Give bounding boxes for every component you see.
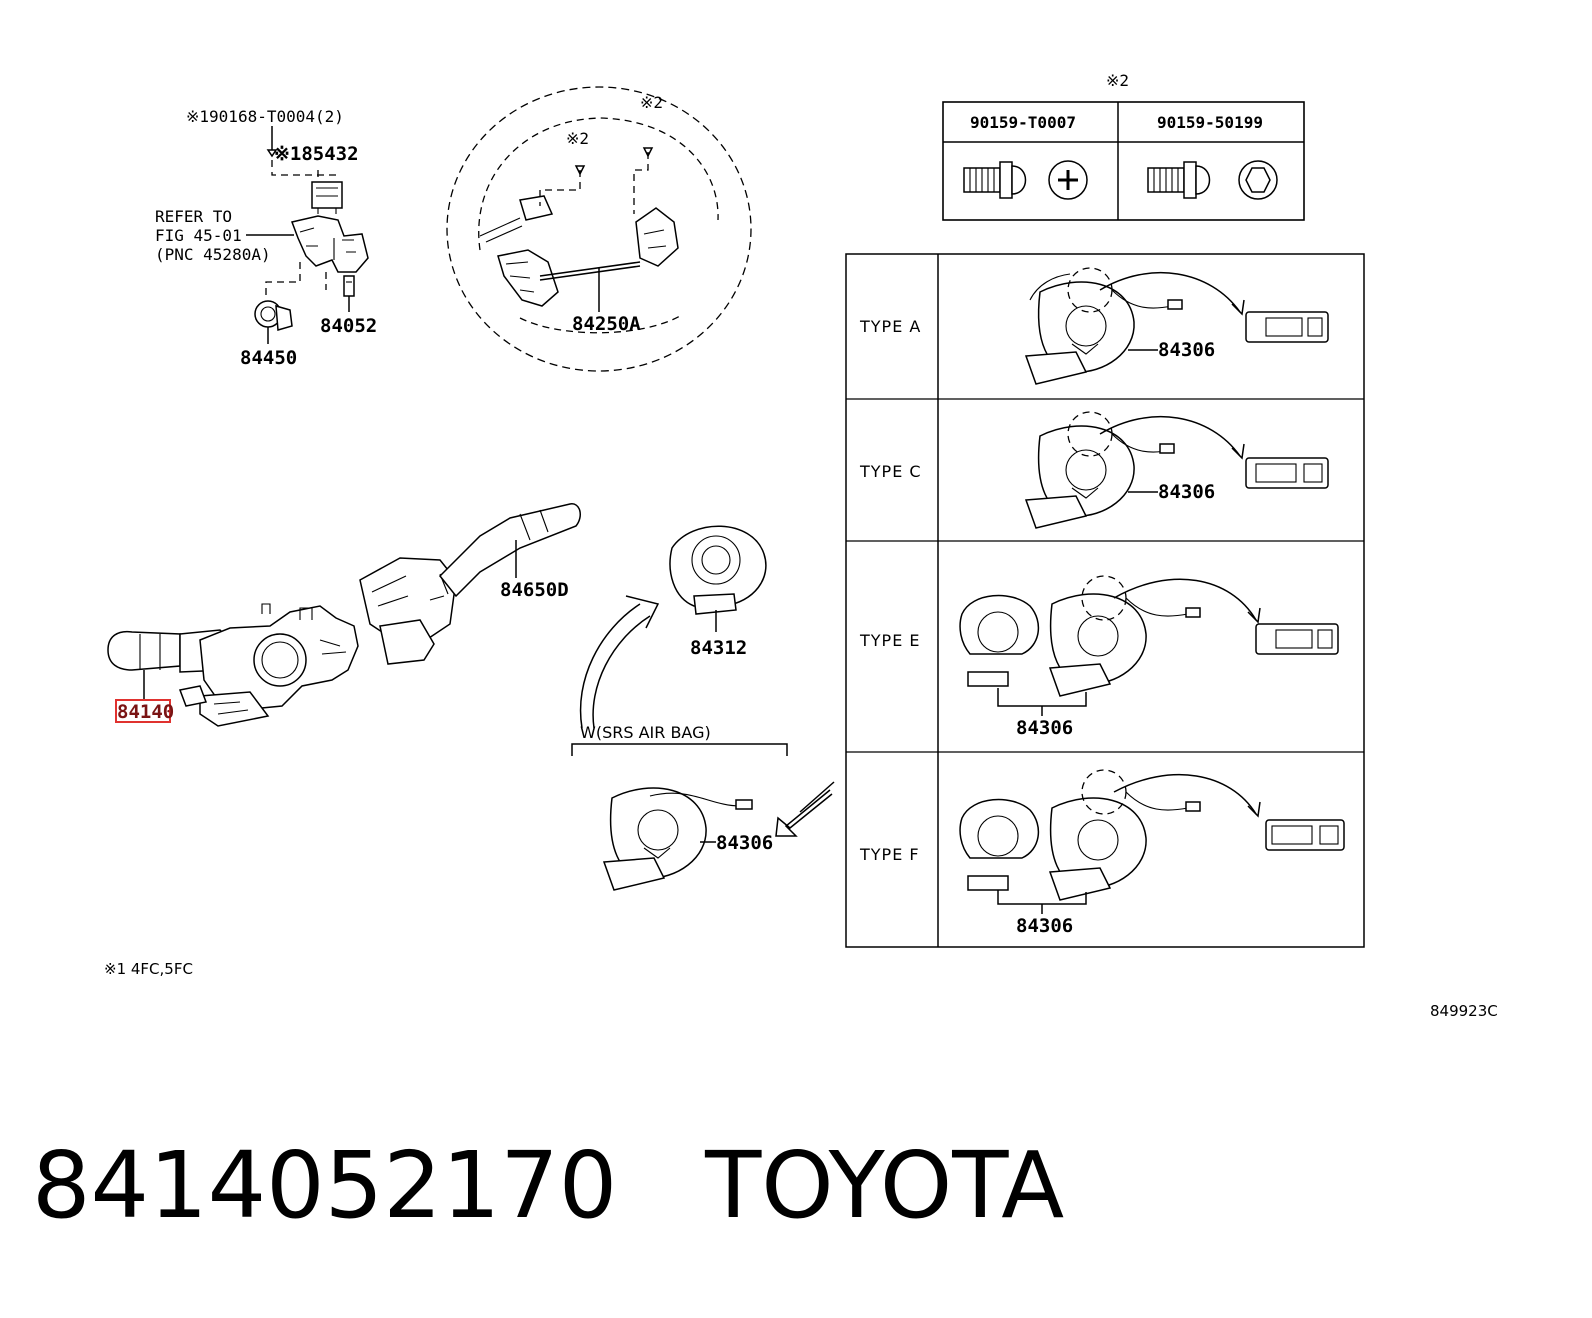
type-e-part-label: 84306 (1016, 717, 1073, 739)
type-a-part-label: 84306 (1158, 339, 1215, 361)
refer-to-line1: REFER TO (155, 207, 232, 226)
wiper-switch: 84650D (359, 503, 581, 665)
part-84650d-label: 84650D (500, 579, 569, 601)
diagram-id: 849923C (1430, 1002, 1498, 1020)
refer-to-line2: FIG 45-01 (155, 226, 242, 245)
caption: 8414052170 TOYOTA (32, 1140, 1064, 1232)
screw-header-1: 90159-T0007 (970, 113, 1076, 132)
wheel-note2-a: ※2 (566, 129, 589, 148)
curved-arrow (579, 603, 641, 729)
type-f-label: TYPE F (859, 845, 920, 864)
screw-table: ※2 90159-T0007 90159-50199 (942, 71, 1305, 221)
part-84312-label: 84312 (690, 637, 747, 659)
srs-part-84306-label: 84306 (716, 832, 773, 854)
type-table: TYPE A TYPE C TYPE E TYPE F 84306 (845, 253, 1365, 948)
screw-header-2: 90159-50199 (1157, 113, 1263, 132)
srs-air-bag-group: W(SRS AIR BAG) 84306 (571, 723, 835, 891)
part-84140-label: 84140 (117, 701, 174, 723)
bolt-note-label: ※190168-T0004(2) (186, 107, 344, 126)
caption-brand: TOYOTA (705, 1132, 1065, 1239)
steering-wheel-group: ※2 ※2 84250A (446, 86, 752, 372)
type-c-part-label: 84306 (1158, 481, 1215, 503)
footnote: ※1 4FC,5FC (104, 960, 193, 978)
type-f-cable: 84306 (959, 769, 1345, 937)
part-84250a-label: 84250A (572, 313, 641, 335)
type-e-label: TYPE E (859, 631, 921, 650)
type-f-part-label: 84306 (1016, 915, 1073, 937)
ignition-group: ※190168-T0004(2) ※185432 84052 84450 REF… (155, 107, 377, 369)
table-note2: ※2 (1106, 71, 1129, 90)
type-e-cable: 84306 (959, 575, 1339, 739)
part-185432-label: ※185432 (274, 143, 359, 165)
part-84052-label: 84052 (320, 315, 377, 337)
clock-spring: 84312 (669, 525, 767, 659)
caption-part-number: 8414052170 (32, 1132, 618, 1239)
srs-air-bag-label: W(SRS AIR BAG) (580, 723, 711, 742)
part-84450-label: 84450 (240, 347, 297, 369)
wheel-note2-b: ※2 (640, 93, 663, 112)
combination-switch: 84140 (107, 603, 359, 727)
type-a-cable: 84306 (1024, 267, 1329, 385)
type-c-label: TYPE C (859, 462, 922, 481)
type-c-cable: 84306 (1024, 411, 1329, 529)
type-a-label: TYPE A (859, 317, 921, 336)
refer-to-line3: (PNC 45280A) (155, 245, 271, 264)
